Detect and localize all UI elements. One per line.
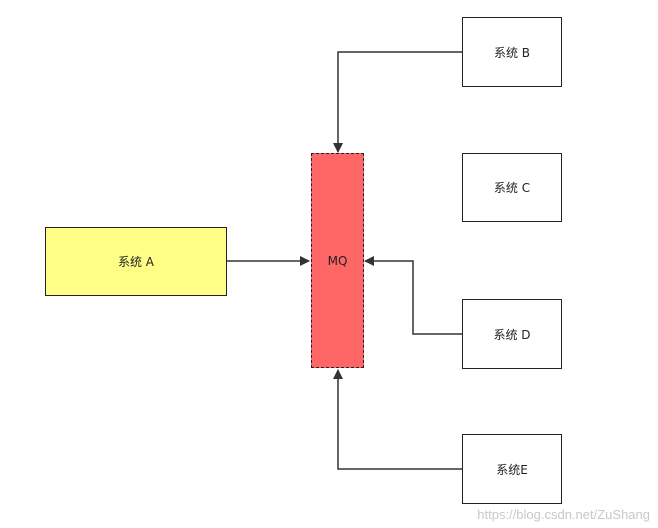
node-system-c-label: 系统 C xyxy=(493,181,531,195)
node-system-c: 系统 C xyxy=(462,153,562,222)
edge-d-mq xyxy=(364,256,462,335)
node-system-b-label: 系统 B xyxy=(493,45,531,60)
node-system-d: 系统 D xyxy=(462,299,562,369)
node-system-b: 系统 B xyxy=(462,17,562,87)
node-system-a: 系统 A xyxy=(45,227,227,296)
node-mq: MQ xyxy=(311,153,364,368)
edge-b-mq xyxy=(333,51,462,153)
node-mq-label: MQ xyxy=(327,253,348,268)
edge-e-mq xyxy=(333,369,462,470)
node-system-a-label: 系统 A xyxy=(117,255,155,269)
node-system-e: 系统E xyxy=(462,434,562,504)
node-system-e-label: 系统E xyxy=(496,462,528,477)
node-system-d-label: 系统 D xyxy=(493,327,531,342)
watermark: https://blog.csdn.net/ZuShang xyxy=(477,507,650,522)
